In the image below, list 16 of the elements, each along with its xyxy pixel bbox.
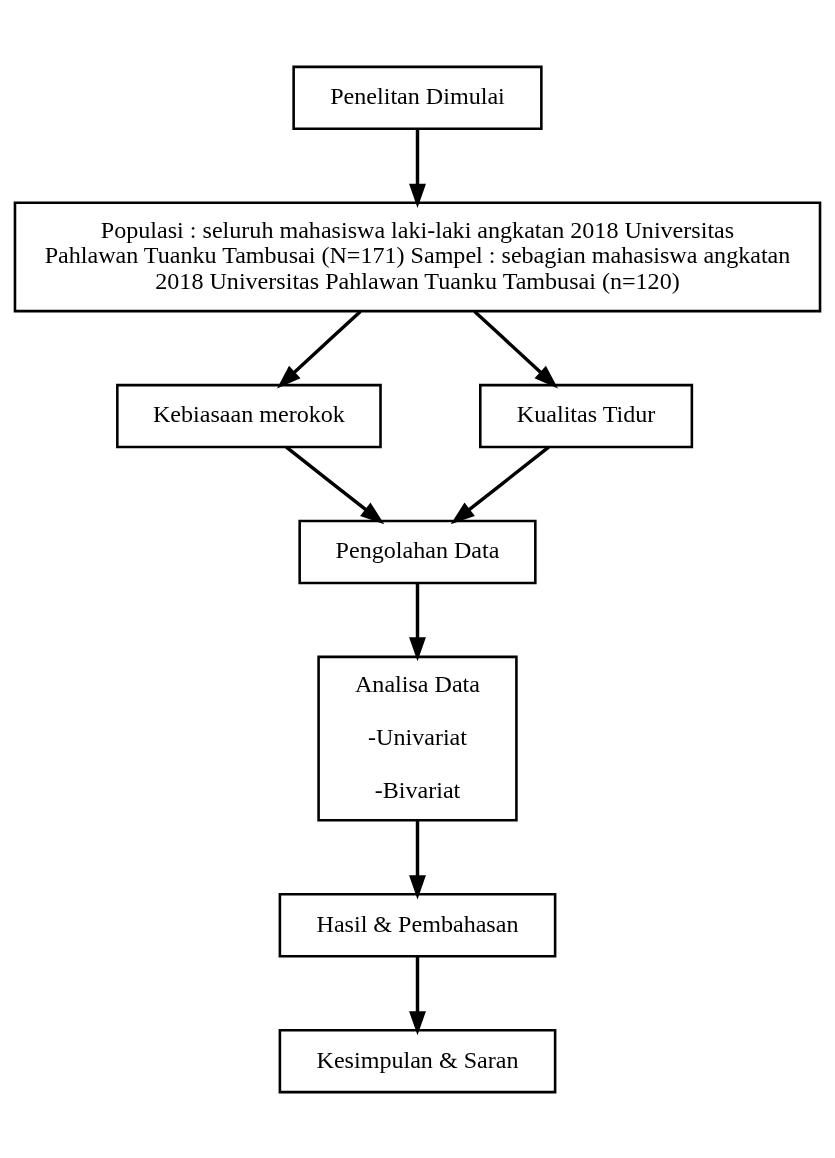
arrow [285, 445, 385, 524]
arrow [409, 582, 426, 661]
arrow [277, 309, 362, 388]
node-box: Kebiasaan merokok [116, 383, 382, 448]
node-box: Analisa Data -Univariat -Bivariat [317, 655, 518, 822]
arrow [473, 309, 558, 388]
node-box: Penelitan Dimulai [292, 65, 543, 130]
arrow [409, 820, 426, 899]
node-box: Kesimpulan & Saran [278, 1028, 557, 1093]
arrow [409, 955, 426, 1035]
node-box: Populasi : seluruh mahasiswa laki-laki angkatan 2018 Universitas Pahlawan Tuanku Tambusai (N=171) Sampel : sebagian mahasiswa angkatan 2018 Universitas Pahlawan Tuanku Tambusai (n=120) [13, 201, 822, 312]
arrow [450, 445, 550, 524]
arrow [409, 128, 426, 208]
node-box: Hasil & Pembahasan [278, 892, 557, 957]
node-box: Kualitas Tidur [479, 383, 694, 448]
node-box: Pengolahan Data [298, 519, 537, 584]
